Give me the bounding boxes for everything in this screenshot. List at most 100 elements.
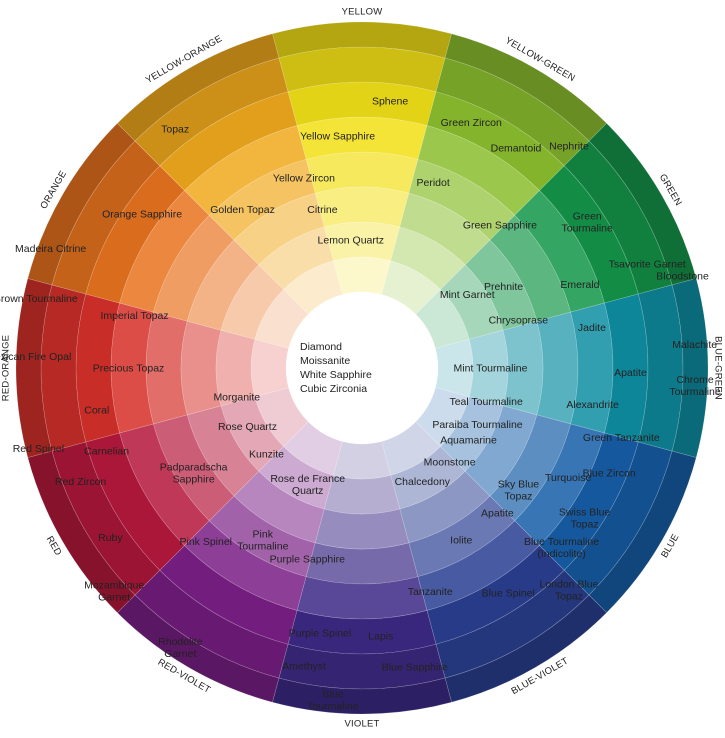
- gemstone-label-line: Pink: [253, 528, 274, 540]
- gemstone-label-line: Tourmaline: [307, 701, 359, 713]
- gemstone-label-line: Mint Garnet: [440, 289, 495, 301]
- gemstone-label-line: Green: [573, 210, 602, 222]
- hue-label-blue-green: BLUE-GREEN: [712, 336, 723, 400]
- wheel-segment-green-4: [514, 190, 605, 313]
- gemstone-label: Prehnite: [484, 281, 523, 293]
- gemstone-label-line: Citrine: [307, 204, 338, 216]
- gemstone-label-line: Mozambique: [84, 580, 144, 592]
- gemstone-label-line: Rose Quartz: [218, 421, 277, 433]
- gemstone-label: Malachite: [672, 339, 717, 351]
- gemstone-label: Nephrite: [549, 141, 589, 153]
- gemstone-label: Lemon Quartz: [318, 234, 385, 246]
- gemstone-label-line: Purple Spinel: [289, 628, 351, 640]
- gemstone-label-line: Kunzite: [249, 448, 284, 460]
- gemstone-label-line: Pink Spinel: [179, 536, 232, 548]
- gemstone-label-line: Rose de France: [270, 473, 345, 485]
- gemstone-label-line: Demantoid: [491, 143, 542, 155]
- wheel-segment-yellow-6: [278, 46, 446, 93]
- gemstone-label: Alexandrite: [566, 399, 619, 411]
- gemstone-label-line: Yellow Zircon: [273, 173, 335, 185]
- gemstone-label-line: Chalcedony: [395, 476, 451, 488]
- gemstone-label: Paraiba Tourmaline: [432, 419, 522, 431]
- gemstone-label-line: Madeira Citrine: [15, 243, 86, 255]
- gemstone-label: Turquoise: [545, 472, 591, 484]
- gemstone-label-line: Red Spinel: [13, 443, 64, 455]
- gemstone-label-line: Alexandrite: [566, 399, 619, 411]
- gemstone-label-line: Orange Sapphire: [102, 208, 182, 220]
- gemstone-label-line: Ruby: [98, 532, 123, 544]
- wheel-segment-red-2: [186, 405, 260, 497]
- gemstone-label: Brown Tourmaline: [0, 293, 78, 305]
- hue-label-red-orange: RED-ORANGE: [1, 335, 12, 401]
- gemstone-label-line: Coral: [84, 405, 109, 417]
- gemstone-label-line: Morganite: [213, 391, 260, 403]
- wheel-segment-green-5: [539, 165, 639, 304]
- wheel-segment-yellow-orange-3: [208, 158, 316, 241]
- gemstone-label-line: Brown Tourmaline: [0, 293, 78, 305]
- wheel-segments: [15, 21, 709, 715]
- gemstone-label: Peridot: [416, 177, 449, 189]
- center-colorless-stones: Diamond Moissanite White Sapphire Cubic …: [300, 340, 430, 396]
- gemstone-label-line: London Blue: [539, 578, 598, 590]
- wheel-segment-violet-3: [305, 542, 419, 585]
- gemstone-label: Madeira Citrine: [15, 243, 86, 255]
- gemstone-label: Green Sapphire: [463, 220, 537, 232]
- wheel-segment-violet-2: [314, 508, 410, 550]
- gemstone-label: Green Zircon: [441, 117, 502, 129]
- gemstone-label: Ruby: [98, 532, 123, 544]
- gemstone-label-line: Paraiba Tourmaline: [432, 419, 522, 431]
- gemstone-label-line: Rhodolite: [158, 636, 203, 648]
- gemstone-label: Citrine: [307, 204, 338, 216]
- center-stone: White Sapphire: [300, 369, 372, 381]
- gemstone-label-line: Tourmaline: [669, 386, 721, 398]
- wheel-segment-yellow-orange-5: [159, 91, 298, 191]
- gemstone-label: Purple Spinel: [289, 628, 351, 640]
- gemstone-label: Tanzanite: [408, 586, 453, 598]
- gemstone-label: Orange Sapphire: [102, 208, 182, 220]
- gemstone-label-line: Sphene: [372, 95, 408, 107]
- gemstone-label-line: Emerald: [560, 279, 599, 291]
- gemstone-label: Bloodstone: [656, 271, 709, 283]
- gemstone-label-line: Swiss Blue: [559, 507, 611, 519]
- gemstone-label-line: Mexican Fire Opal: [0, 351, 71, 363]
- gemstone-label-line: Purple Sapphire: [270, 553, 345, 565]
- gemstone-label: Mint Garnet: [440, 289, 495, 301]
- gemstone-label: Mint Tourmaline: [454, 363, 528, 375]
- gemstone-label: Topaz: [161, 123, 189, 135]
- gemstone-label: Lapis: [368, 630, 393, 642]
- gemstone-label: Blue Sapphire: [382, 661, 448, 673]
- gemstone-label-line: Sky Blue: [498, 479, 540, 491]
- gemstone-label: Golden Topaz: [210, 204, 275, 216]
- gemstone-label-line: Topaz: [504, 491, 532, 503]
- gemstone-label-line: Peridot: [416, 177, 449, 189]
- gemstone-label: Rose Quartz: [218, 421, 277, 433]
- gemstone-label: Mexican Fire Opal: [0, 351, 71, 363]
- gemstone-label-line: Moonstone: [424, 456, 476, 468]
- gemstone-label: Apatite: [481, 508, 514, 520]
- wheel-segment-red-5: [85, 432, 185, 571]
- wheel-segment-blue-violet-4: [417, 520, 540, 611]
- gemstone-label-line: Green Zircon: [441, 117, 502, 129]
- gemstone-label-line: Tanzanite: [408, 586, 453, 598]
- gemstone-label-line: Carnelian: [84, 445, 129, 457]
- gemstone-label: Sphene: [372, 95, 408, 107]
- gemstone-label: Yellow Zircon: [273, 173, 335, 185]
- gemstone-label: Carnelian: [84, 445, 129, 457]
- gemstone-label: Blue Tourmaline(Indicolite): [524, 536, 599, 560]
- wheel-segment-red-violet-6: [134, 569, 289, 679]
- wheel-segment-yellow-0: [332, 256, 392, 295]
- gemstone-label-line: Teal Tourmaline: [449, 396, 523, 408]
- wheel-segment-green-2: [464, 239, 538, 331]
- wheel-segment-blue-violet-5: [426, 545, 565, 645]
- gemstone-label: Tsavorite Garnet: [609, 259, 686, 271]
- gemstone-label: Iolite: [450, 534, 472, 546]
- gemstone-label: Amethyst: [282, 660, 326, 672]
- center-stone: Cubic Zirconia: [300, 383, 368, 395]
- gemstone-label-line: Topaz: [571, 519, 599, 531]
- gemstone-label-line: Jadite: [578, 322, 606, 334]
